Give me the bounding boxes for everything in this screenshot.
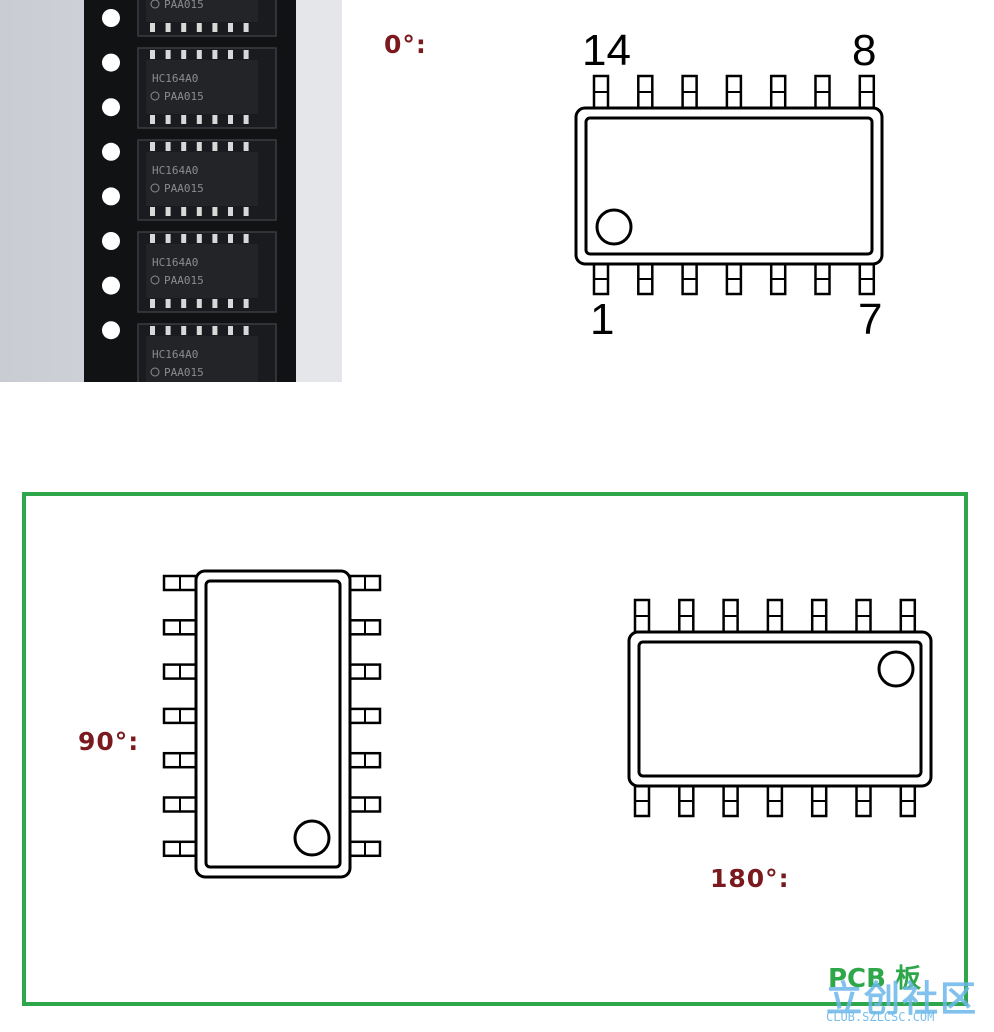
pin-lead <box>814 74 831 110</box>
pin-lead <box>348 840 382 858</box>
pin-lead <box>162 751 198 769</box>
watermark-brand: 立创社区 <box>826 979 979 1020</box>
chip-marking-part: HC164A0 <box>152 348 198 361</box>
sprocket-hole <box>102 98 120 117</box>
chip-marking-lot: PAA015 <box>164 0 204 11</box>
pin-lead <box>162 663 198 680</box>
pin-lead <box>633 598 651 634</box>
package-90-svg <box>162 569 382 879</box>
angle-label-0: 0°: <box>384 30 427 59</box>
pin-lead <box>810 598 828 634</box>
sprocket-hole <box>102 321 120 340</box>
pin-lead <box>637 262 654 296</box>
pin-lead <box>348 796 382 813</box>
tape-photo-svg: HC164A0PAA015HC164A0PAA015HC164A0PAA015H… <box>0 0 342 405</box>
pin-lead <box>814 262 831 296</box>
sprocket-hole <box>102 187 120 206</box>
pin-lead <box>681 262 698 296</box>
pin-lead <box>348 663 382 680</box>
pin-lead <box>899 784 917 818</box>
pin1-marker-dot <box>293 819 331 857</box>
sprocket-hole <box>102 232 120 250</box>
pin-lead <box>592 74 610 110</box>
sprocket-hole <box>102 142 120 161</box>
pin-lead <box>348 751 382 769</box>
tape-reel-photo: HC164A0PAA015HC164A0PAA015HC164A0PAA015H… <box>0 0 342 405</box>
sprocket-hole <box>102 9 120 27</box>
pin-lead <box>348 707 382 725</box>
pin-lead <box>633 784 651 818</box>
pin-lead <box>855 784 872 818</box>
pin-lead <box>858 74 876 110</box>
pin-lead <box>681 74 698 110</box>
pin-lead <box>162 707 198 725</box>
chip-marking-lot: PAA015 <box>164 274 204 287</box>
pin-lead <box>769 262 787 296</box>
pin-lead <box>722 598 739 634</box>
package-0-svg <box>574 74 884 296</box>
pin-lead <box>725 74 743 110</box>
pin-lead <box>162 796 198 813</box>
pin-lead <box>678 598 695 634</box>
watermark-logo: 立创社区 CLUB.SZLCSC.COM <box>826 970 992 1028</box>
pin-lead <box>678 784 695 818</box>
pin-lead <box>766 784 784 818</box>
pin1-marker-dot <box>595 208 633 246</box>
pin-lead <box>858 262 876 296</box>
pin-lead <box>855 598 872 634</box>
pin-lead <box>722 784 739 818</box>
pin-lead <box>637 74 654 110</box>
package-90-deg <box>150 565 390 885</box>
sprocket-hole <box>102 53 120 72</box>
pin-lead <box>162 840 198 858</box>
pin-lead <box>162 574 198 592</box>
pin-lead <box>348 619 382 636</box>
pin-lead <box>766 598 784 634</box>
pin-number-1: 1 <box>590 295 615 344</box>
chip-marking-lot: PAA015 <box>164 182 204 195</box>
pin-lead <box>592 262 610 296</box>
chip-marking-part: HC164A0 <box>152 164 198 177</box>
pin-number-7: 7 <box>858 295 883 344</box>
pin-lead <box>348 574 382 592</box>
pin-lead <box>810 784 828 818</box>
pin-number-8: 8 <box>852 26 877 75</box>
pcb-label: PCB 板 <box>828 964 922 994</box>
chip-marking-part: HC164A0 <box>152 72 198 85</box>
package-180-svg <box>627 598 933 818</box>
angle-label-180: 180°: <box>710 864 790 893</box>
sprocket-hole <box>102 276 120 295</box>
package-180-deg <box>615 590 945 830</box>
chip-marking-lot: PAA015 <box>164 366 204 379</box>
pin-lead <box>769 74 787 110</box>
angle-label-90: 90°: <box>78 727 140 756</box>
pin-lead <box>162 619 198 636</box>
package-0-deg <box>560 20 900 350</box>
watermark-url: CLUB.SZLCSC.COM <box>826 1010 935 1024</box>
pin-lead <box>899 598 917 634</box>
chip-marking-lot: PAA015 <box>164 90 204 103</box>
pin-lead <box>725 262 743 296</box>
pcb-board-frame <box>22 492 968 1006</box>
chip-marking-part: HC164A0 <box>152 256 198 269</box>
pin-number-14: 14 <box>582 26 631 75</box>
pin1-marker-dot <box>877 650 915 688</box>
